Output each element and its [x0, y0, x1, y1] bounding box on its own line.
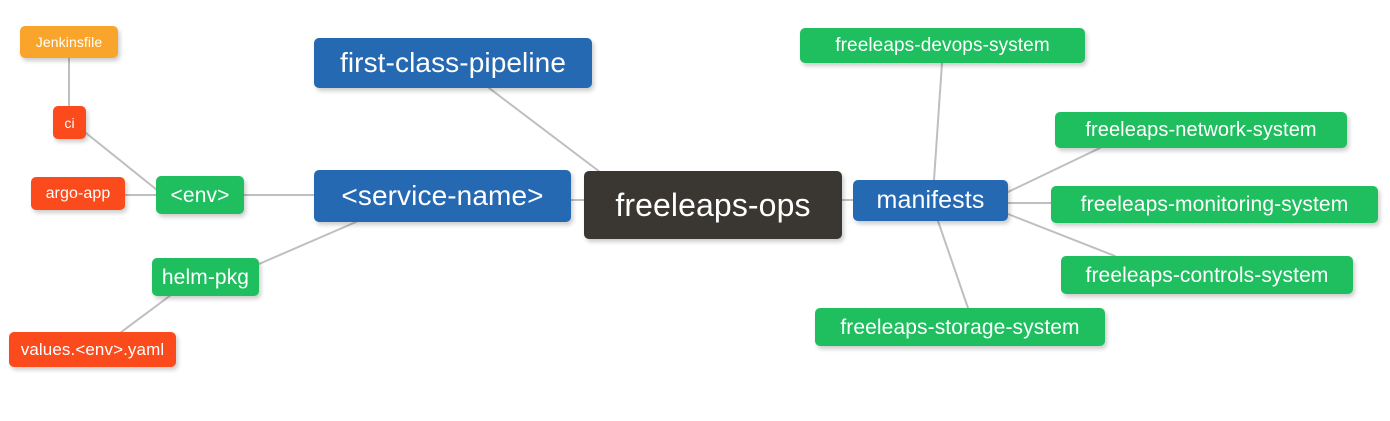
node-helm-pkg[interactable]: helm-pkg	[152, 258, 259, 296]
edge-service-name-to-helm-pkg	[258, 221, 357, 265]
node-label-env: <env>	[170, 183, 230, 207]
node-label-first-class-pipeline: first-class-pipeline	[339, 47, 567, 78]
edge-manifests-to-freeleaps-storage-system	[937, 220, 969, 309]
node-label-freeleaps-network-system: freeleaps-network-system	[1085, 119, 1317, 141]
node-label-values-yaml: values.<env>.yaml	[20, 340, 165, 359]
edge-manifests-to-freeleaps-devops-system	[933, 62, 943, 181]
node-freeleaps-devops-system[interactable]: freeleaps-devops-system	[800, 28, 1085, 63]
node-label-freeleaps-controls-system: freeleaps-controls-system	[1085, 263, 1329, 287]
node-jenkinsfile[interactable]: Jenkinsfile	[20, 26, 118, 58]
node-freeleaps-ops[interactable]: freeleaps-ops	[584, 171, 842, 239]
node-freeleaps-monitoring-system[interactable]: freeleaps-monitoring-system	[1051, 186, 1378, 223]
node-manifests[interactable]: manifests	[853, 180, 1008, 221]
node-argo-app[interactable]: argo-app	[31, 177, 125, 210]
node-freeleaps-storage-system[interactable]: freeleaps-storage-system	[815, 308, 1105, 346]
node-first-class-pipeline[interactable]: first-class-pipeline	[314, 38, 592, 88]
node-label-freeleaps-devops-system: freeleaps-devops-system	[835, 35, 1050, 56]
node-env[interactable]: <env>	[156, 176, 244, 214]
node-freeleaps-network-system[interactable]: freeleaps-network-system	[1055, 112, 1347, 148]
node-label-ci: ci	[64, 114, 75, 131]
node-label-freeleaps-storage-system: freeleaps-storage-system	[840, 315, 1080, 339]
node-freeleaps-controls-system[interactable]: freeleaps-controls-system	[1061, 256, 1353, 294]
node-values-yaml[interactable]: values.<env>.yaml	[9, 332, 176, 367]
node-label-freeleaps-monitoring-system: freeleaps-monitoring-system	[1080, 193, 1349, 216]
edge-first-class-pipeline-to-freeleaps-ops	[488, 87, 601, 173]
node-label-helm-pkg: helm-pkg	[161, 265, 250, 289]
node-label-freeleaps-ops: freeleaps-ops	[615, 187, 811, 223]
node-label-service-name: <service-name>	[341, 180, 544, 211]
node-service-name[interactable]: <service-name>	[314, 170, 571, 222]
node-ci[interactable]: ci	[53, 106, 86, 139]
node-label-manifests: manifests	[876, 186, 985, 214]
edge-helm-pkg-to-values-yaml	[119, 291, 176, 334]
node-label-argo-app: argo-app	[45, 184, 111, 202]
node-label-jenkinsfile: Jenkinsfile	[35, 34, 103, 50]
